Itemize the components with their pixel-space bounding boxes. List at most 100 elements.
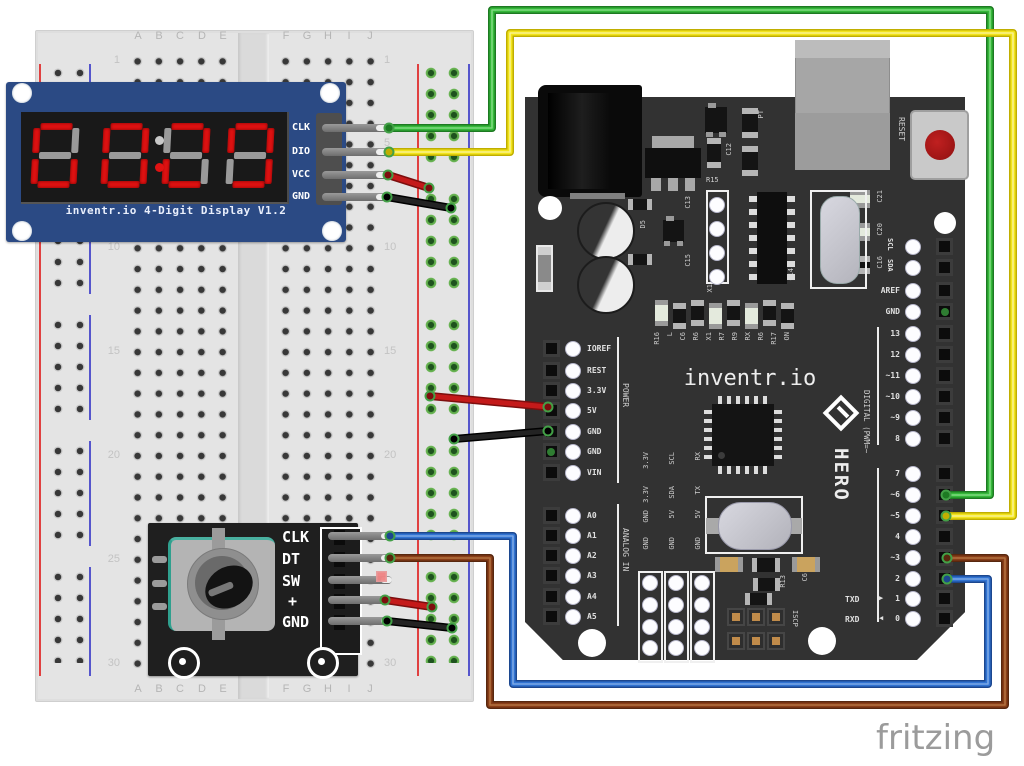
pin-hole (905, 389, 921, 405)
encoder-pin-label-dt: DT (282, 550, 301, 568)
power-separator (617, 337, 619, 483)
x1-hole (709, 269, 725, 285)
edge-component (536, 245, 553, 292)
usb-connector-top (795, 40, 890, 58)
pin-pad (543, 423, 560, 440)
breakout-label: 3.3V (642, 486, 650, 503)
oscillator-tab (706, 518, 719, 534)
oscillator (718, 502, 792, 550)
soic-leads (749, 196, 757, 280)
icsp-pad (727, 632, 745, 650)
digit-3 (161, 123, 211, 189)
barrel-jack-lip (570, 193, 625, 199)
display-pin-label-vcc: VCC (292, 169, 311, 180)
pin-hole (905, 260, 921, 276)
mount-hole (934, 212, 956, 234)
pin-label-0: 0 (895, 614, 900, 623)
silk-c12: C12 (725, 143, 733, 156)
pin-label-a5: A5 (587, 612, 597, 621)
breakout-hole (668, 597, 684, 613)
col-letter: F (282, 30, 290, 42)
pin-pad (543, 588, 560, 605)
pin-pad (936, 409, 953, 426)
pin-pad (936, 465, 953, 482)
breakout-hole (668, 640, 684, 656)
smd-component (628, 254, 652, 265)
x1-hole (709, 197, 725, 213)
pin-hole (565, 465, 581, 481)
pin-label-scl: SCL (886, 238, 894, 251)
icsp-pad (747, 608, 765, 626)
smd-component (781, 303, 794, 329)
rail-line-red-right (417, 64, 419, 676)
pin-label-13: 13 (890, 329, 900, 338)
pin-hole (565, 363, 581, 379)
pin-hole (905, 304, 921, 320)
pin-hole (565, 609, 581, 625)
icsp-pad (767, 608, 785, 626)
pin-label-12: 12 (890, 350, 900, 359)
analog-separator (617, 504, 619, 626)
pin-label-vin: VIN (587, 468, 602, 477)
encoder-pin-dt (328, 554, 392, 562)
display-pin-label-clk: CLK (292, 122, 311, 133)
digital-separator (877, 327, 879, 445)
pin-pad (936, 325, 953, 342)
display-pin-label-dio: DIO (292, 146, 311, 157)
silk-label: R9 (731, 332, 739, 341)
pin-hole (565, 508, 581, 524)
breakout-hole (694, 575, 710, 591)
brand-text: inventr.io (683, 366, 817, 391)
pin-hole (565, 548, 581, 564)
pin-label-a3: A3 (587, 571, 597, 580)
breakout-hole (694, 640, 710, 656)
regulator-leg (685, 178, 695, 191)
pin-hole (905, 326, 921, 342)
soic-leads (787, 196, 795, 280)
pin-hole (905, 431, 921, 447)
screw-hole (12, 83, 32, 103)
breakout-label: RX (694, 452, 702, 461)
col-letter: C (176, 30, 184, 42)
pin-hole (905, 368, 921, 384)
smd-cap (792, 557, 820, 572)
smd-component (655, 300, 668, 326)
col-letter: B (155, 30, 163, 42)
pin-label-8: 8 (895, 434, 900, 443)
smd-component (753, 578, 780, 591)
pin-hole (905, 611, 921, 627)
silk-r13: R13 (779, 575, 787, 588)
pin-pad (936, 367, 953, 384)
crystal (820, 196, 860, 284)
mcu-leads (704, 410, 712, 460)
pin-pad (543, 547, 560, 564)
encoder-pin-plus (328, 596, 392, 604)
row-number: 10 (384, 241, 397, 253)
pin-hole (905, 283, 921, 299)
sw-unconnected-marker (376, 571, 387, 582)
pin-hole (905, 239, 921, 255)
silk-c6: C6 (801, 573, 809, 582)
row-number: 30 (384, 657, 397, 669)
pin-label-3v3: 3.3V (587, 386, 607, 395)
seven-segment-panel (21, 112, 289, 204)
breakout-label: GND (668, 537, 676, 550)
pin-pad (543, 464, 560, 481)
row-number: 5 (384, 137, 391, 149)
silk-c20: C20 (876, 223, 884, 236)
mcu-leads (718, 396, 768, 404)
pin-label-10: ~10 (885, 392, 900, 401)
pin-label-9: ~9 (890, 413, 900, 422)
pin-label-11: ~11 (885, 371, 900, 380)
col-letter: J (367, 683, 373, 695)
silk-label: R7 (718, 332, 726, 341)
col-letter: D (198, 30, 206, 42)
silk-label: R6 (692, 332, 700, 341)
pin-pad (936, 549, 953, 566)
voltage-regulator (645, 148, 701, 178)
rotary-encoder-module: CLK DT SW + GND (148, 523, 392, 679)
breakout-label: SDA (668, 486, 676, 499)
smd-component (742, 146, 758, 176)
usb-connector-base (795, 113, 890, 170)
row-number: 25 (107, 553, 120, 565)
